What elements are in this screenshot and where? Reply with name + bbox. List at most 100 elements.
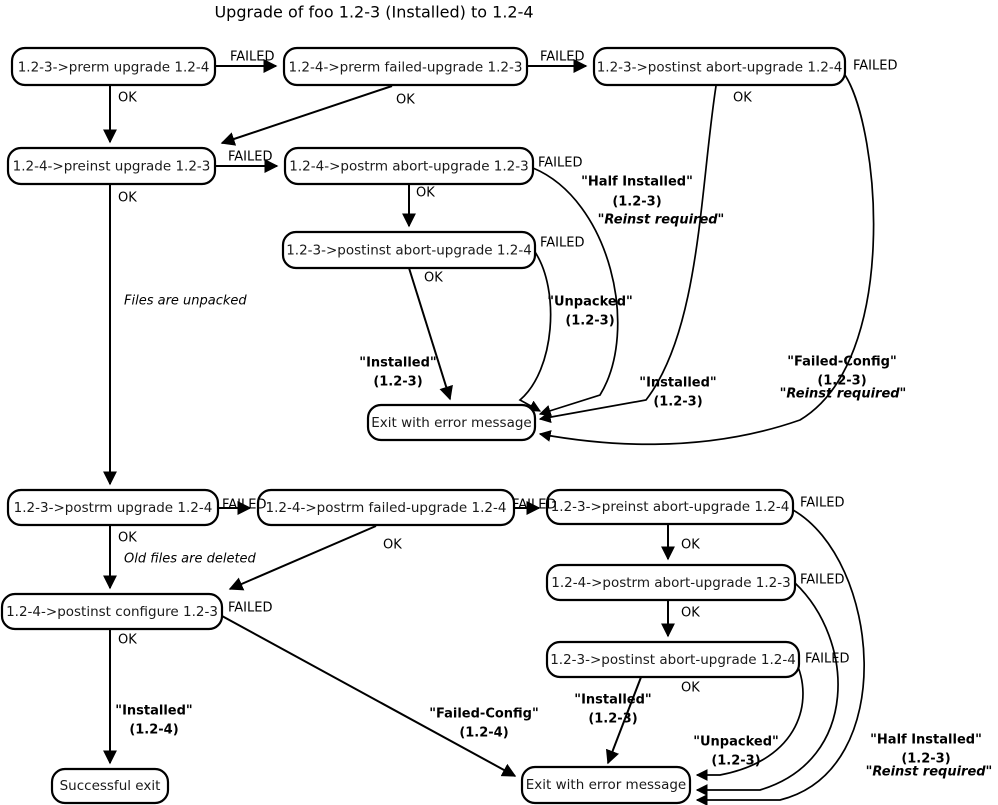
edge-postinstconfigure-failed-exit <box>221 615 517 777</box>
node-postinst-abort-upgrade-low[interactable]: 1.2-3->postinst abort-upgrade 1.2-4 <box>545 640 801 679</box>
state-label-installed-bottom: "Installed" (1.2-3) <box>574 693 651 727</box>
edge-label-failed: FAILED <box>228 150 272 165</box>
state-label-half-installed-mid: "Half Installed" (1.2-3) "Reinst require… <box>581 175 724 228</box>
node-prerm-upgrade[interactable]: 1.2-3->prerm upgrade 1.2-4 <box>10 46 217 87</box>
edge-label-layer: FAILED FAILED FAILED OK OK OK FAILED FAI… <box>118 50 897 696</box>
state-label-failed-config-bottom: "Failed-Config" (1.2-4) <box>429 707 539 741</box>
node-label: Exit with error message <box>526 777 686 793</box>
node-postrm-upgrade[interactable]: 1.2-3->postrm upgrade 1.2-4 <box>6 488 220 527</box>
edge-label-ok: OK <box>396 93 415 108</box>
node-box <box>10 46 217 87</box>
node-postrm-abort-upgrade-low[interactable]: 1.2-4->postrm abort-upgrade 1.2-3 <box>545 563 797 602</box>
state-line: (1.2-4) <box>459 726 508 741</box>
node-postinst-configure[interactable]: 1.2-4->postinst configure 1.2-3 <box>0 592 224 631</box>
edge-label-ok: OK <box>118 191 137 206</box>
edge-label-failed: FAILED <box>230 50 274 65</box>
state-line: "Half Installed" <box>870 733 982 748</box>
node-label: 1.2-4->postinst configure 1.2-3 <box>6 604 218 620</box>
node-label: 1.2-3->postrm upgrade 1.2-4 <box>14 500 213 516</box>
edge-postinstabortlow-ok-exit <box>605 671 644 765</box>
edge-label-ok: OK <box>118 531 137 546</box>
state-label-failed-config-mid: "Failed-Config" (1.2-3) "Reinst required… <box>780 355 907 402</box>
node-label: 1.2-3->preinst abort-upgrade 1.2-4 <box>551 499 790 515</box>
node-box <box>282 46 529 87</box>
node-exit-with-error-message-bottom[interactable]: Exit with error message <box>520 765 692 805</box>
edge-label-failed: FAILED <box>222 498 266 513</box>
edge-label-ok: OK <box>383 538 402 553</box>
state-line: "Installed" <box>574 693 651 708</box>
state-line: "Installed" <box>115 704 192 719</box>
node-label: Exit with error message <box>371 415 531 431</box>
state-line: (1.2-3) <box>711 754 760 769</box>
state-line: (1.2-4) <box>129 723 178 738</box>
node-preinst-upgrade[interactable]: 1.2-4->preinst upgrade 1.2-3 <box>6 146 217 186</box>
node-label: 1.2-3->postinst abort-upgrade 1.2-4 <box>286 243 532 259</box>
state-line: "Installed" <box>359 356 436 371</box>
edge-label-failed: FAILED <box>805 652 849 667</box>
note-old-files-are-deleted: Old files are deleted <box>124 552 257 567</box>
state-line: (1.2-3) <box>565 314 614 329</box>
state-label-unpacked-mid: "Unpacked" (1.2-3) <box>547 295 633 329</box>
state-line: "Unpacked" <box>547 295 633 310</box>
node-box <box>6 488 220 527</box>
edge-label-failed: FAILED <box>853 59 897 74</box>
edge-label-ok: OK <box>733 91 752 106</box>
edge-postinstaborttop-failed-exit <box>538 74 875 446</box>
edge-label-ok: OK <box>118 91 137 106</box>
node-layer: 1.2-3->prerm upgrade 1.2-4 1.2-4->prerm … <box>0 46 847 805</box>
edge-label-ok: OK <box>416 186 435 201</box>
state-label-layer: "Half Installed" (1.2-3) "Reinst require… <box>115 175 992 780</box>
state-line: "Failed-Config" <box>787 355 897 370</box>
edge-postinstabortmid-failed-exit <box>518 251 552 412</box>
edge-label-ok: OK <box>424 271 443 286</box>
edge-label-failed: FAILED <box>538 156 582 171</box>
node-postinst-abort-upgrade-mid[interactable]: 1.2-3->postinst abort-upgrade 1.2-4 <box>281 230 537 270</box>
node-exit-with-error-message-mid[interactable]: Exit with error message <box>366 403 537 442</box>
node-label: 1.2-3->prerm upgrade 1.2-4 <box>18 60 210 76</box>
state-label-half-installed-bottom: "Half Installed" (1.2-3) "Reinst require… <box>866 733 993 780</box>
node-postrm-abort-upgrade-mid[interactable]: 1.2-4->postrm abort-upgrade 1.2-3 <box>283 146 535 186</box>
edge-label-failed: FAILED <box>540 50 584 65</box>
state-label-unpacked-bottom: "Unpacked" (1.2-3) <box>693 735 779 769</box>
note-layer: Files are unpacked Old files are deleted <box>124 294 257 567</box>
state-line: (1.2-3) <box>373 375 422 390</box>
node-label: 1.2-4->postrm abort-upgrade 1.2-3 <box>551 575 790 591</box>
node-box <box>545 640 801 679</box>
node-box <box>366 403 537 442</box>
node-box <box>50 767 170 805</box>
state-line: "Unpacked" <box>693 735 779 750</box>
node-label: 1.2-4->postrm abort-upgrade 1.2-3 <box>289 159 528 175</box>
state-line: (1.2-3) <box>653 395 702 410</box>
node-postrm-failed-upgrade[interactable]: 1.2-4->postrm failed-upgrade 1.2-4 <box>256 488 516 527</box>
note-files-are-unpacked: Files are unpacked <box>124 294 247 309</box>
node-label: 1.2-4->prerm failed-upgrade 1.2-3 <box>289 60 523 76</box>
node-box <box>281 230 537 270</box>
edge-preinstabort-failed-exit <box>695 509 865 805</box>
node-successful-exit[interactable]: Successful exit <box>50 767 170 805</box>
edge-layer <box>103 59 875 805</box>
node-box <box>592 46 847 87</box>
state-label-installed-mid-left: "Installed" (1.2-3) <box>359 356 436 390</box>
edge-label-failed: FAILED <box>228 601 272 616</box>
node-label: 1.2-4->postrm failed-upgrade 1.2-4 <box>266 500 507 516</box>
state-line: (1.2-3) <box>901 752 950 767</box>
edge-postinstabortlow-failed-exit <box>695 659 804 781</box>
node-label: Successful exit <box>60 778 161 794</box>
node-box <box>256 488 516 527</box>
state-line: (1.2-3) <box>817 374 866 389</box>
edge-label-ok: OK <box>681 538 700 553</box>
node-prerm-failed-upgrade[interactable]: 1.2-4->prerm failed-upgrade 1.2-3 <box>282 46 529 87</box>
state-label-installed-success: "Installed" (1.2-4) <box>115 704 192 738</box>
edge-label-ok: OK <box>118 633 137 648</box>
state-line: "Failed-Config" <box>429 707 539 722</box>
edge-postrmfailed-postinstconfigure-ok <box>228 525 377 591</box>
node-preinst-abort-upgrade[interactable]: 1.2-3->preinst abort-upgrade 1.2-4 <box>545 488 795 526</box>
edge-label-failed: FAILED <box>512 498 556 513</box>
state-line: "Reinst required" <box>780 387 907 402</box>
state-line: "Reinst required" <box>866 765 993 780</box>
edge-prermfailed-preinst-ok <box>220 85 393 146</box>
node-postinst-abort-upgrade-top[interactable]: 1.2-3->postinst abort-upgrade 1.2-4 <box>592 46 847 87</box>
node-box <box>545 488 795 526</box>
